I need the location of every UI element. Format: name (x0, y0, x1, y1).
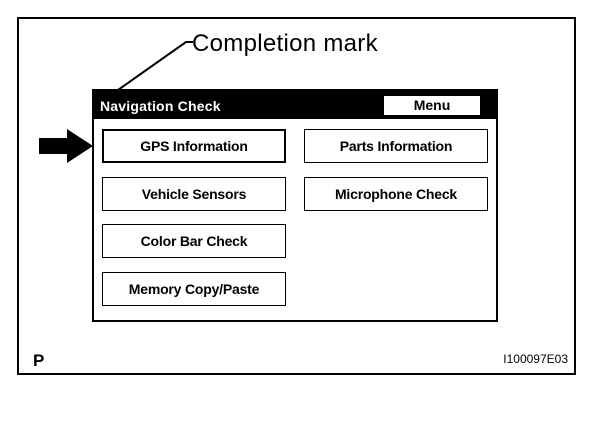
arrow-right-icon (39, 129, 93, 163)
title-bar: Navigation Check Menu (94, 91, 496, 119)
memory-copy-paste-button[interactable]: Memory Copy/Paste (102, 272, 286, 306)
menu-button[interactable]: Menu (384, 96, 480, 115)
vehicle-sensors-button[interactable]: Vehicle Sensors (102, 177, 286, 211)
color-bar-check-button[interactable]: Color Bar Check (102, 224, 286, 258)
microphone-check-button[interactable]: Microphone Check (304, 177, 488, 211)
gps-information-button[interactable]: GPS Information (102, 129, 286, 163)
parts-information-button[interactable]: Parts Information (304, 129, 488, 163)
figure-frame (17, 17, 576, 375)
navigation-check-screen: Navigation Check Menu GPS Information Pa… (92, 89, 498, 322)
corner-label: P (33, 351, 45, 370)
completion-mark-label: Completion mark (192, 30, 378, 57)
screen-title: Navigation Check (100, 98, 221, 114)
figure-code: I100097E03 (503, 352, 568, 366)
